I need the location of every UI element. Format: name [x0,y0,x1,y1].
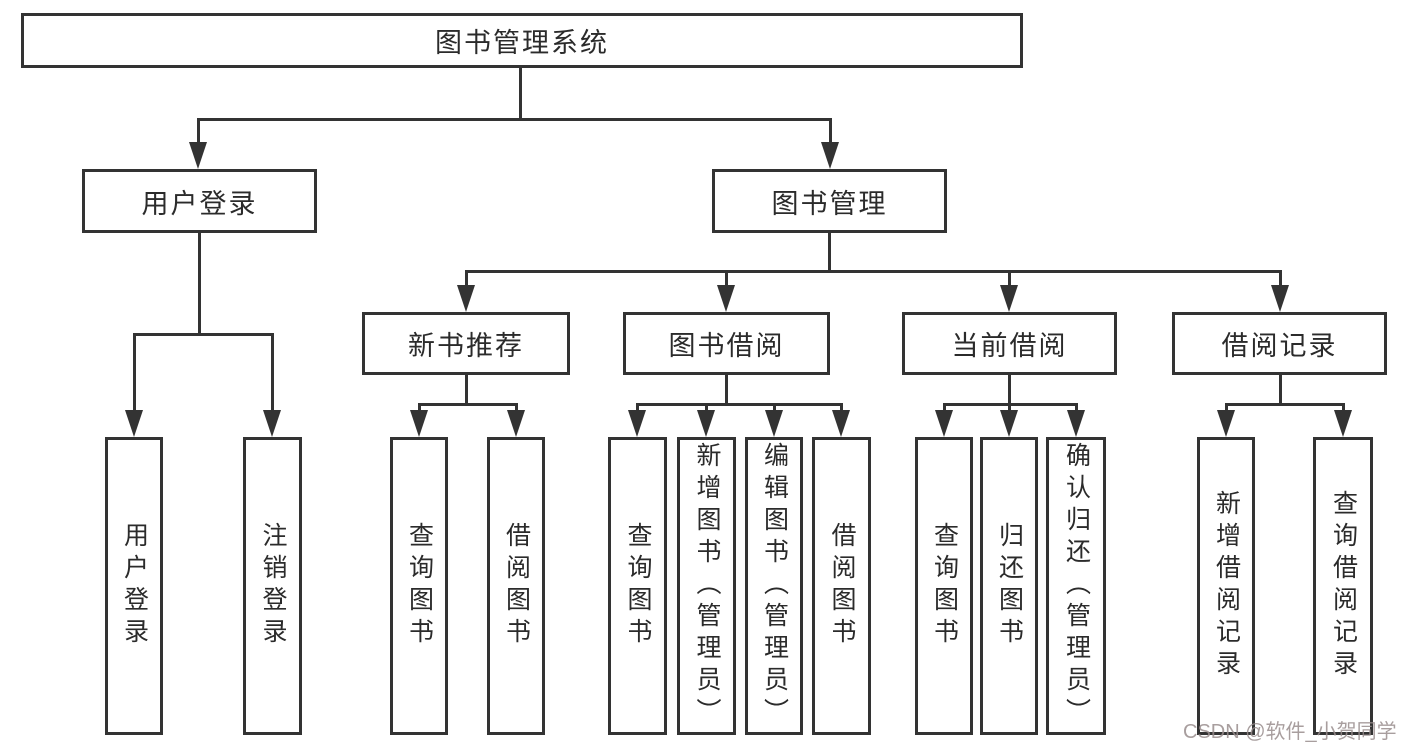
connector-line-vertical [1278,375,1282,406]
node-user-login: 用户登录 [82,169,317,233]
leaf-confirm-return-admin: 确认归还（管理员） [1046,437,1106,735]
csdn-watermark: CSDN @软件_小贺同学 [1183,721,1397,743]
arrow-down-icon [189,142,207,169]
connector-line-vertical [724,375,728,406]
arrow-down-icon [1000,285,1018,312]
node-new-book-recommend: 新书推荐 [362,312,570,375]
connector-line-horizontal [132,333,274,336]
arrow-down-icon [935,410,953,437]
leaf-add-books-admin: 新增图书（管理员） [677,437,736,735]
connector-line-vertical [1007,270,1011,292]
connector-line-vertical [827,232,831,273]
connector-line-vertical [724,270,728,292]
arrow-down-icon [1334,410,1352,437]
connector-line-vertical [464,375,468,406]
node-borrowing-records: 借阅记录 [1172,312,1387,375]
connector-line-vertical [1007,375,1011,406]
arrow-down-icon [717,285,735,312]
connector-line-vertical [270,333,274,418]
arrow-down-icon [1000,410,1018,437]
arrow-down-icon [507,410,525,437]
leaf-logout: 注销登录 [243,437,302,735]
node-book-management: 图书管理 [712,169,947,233]
arrow-down-icon [457,285,475,312]
arrow-down-icon [1271,285,1289,312]
leaf-borrow-books-1: 借阅图书 [487,437,545,735]
connector-line-horizontal [942,403,1078,406]
leaf-user-login: 用户登录 [105,437,163,735]
leaf-return-books: 归还图书 [980,437,1038,735]
leaf-query-books-2: 查询图书 [608,437,667,735]
arrow-down-icon [697,410,715,437]
arrow-down-icon [765,410,783,437]
connector-line-vertical [518,68,522,121]
leaf-query-books-3: 查询图书 [915,437,973,735]
arrow-down-icon [1067,410,1085,437]
leaf-borrow-books-2: 借阅图书 [812,437,871,735]
connector-line-vertical [828,118,832,150]
connector-line-horizontal [1224,403,1345,406]
connector-line-vertical [196,118,200,150]
leaf-add-borrow-record: 新增借阅记录 [1197,437,1255,735]
arrow-down-icon [125,410,143,437]
arrow-down-icon [821,142,839,169]
leaf-edit-books-admin: 编辑图书（管理员） [745,437,803,735]
arrow-down-icon [832,410,850,437]
connector-line-horizontal [417,403,518,406]
node-book-borrowing: 图书借阅 [623,312,830,375]
node-library-system: 图书管理系统 [21,13,1023,68]
node-current-borrowing: 当前借阅 [902,312,1117,375]
arrow-down-icon [263,410,281,437]
connector-line-horizontal [635,403,843,406]
connector-line-horizontal [196,118,832,121]
connector-line-vertical [1278,270,1282,292]
arrow-down-icon [410,410,428,437]
connector-line-vertical [197,232,201,336]
leaf-query-books-1: 查询图书 [390,437,448,735]
leaf-query-borrow-record: 查询借阅记录 [1313,437,1373,735]
arrow-down-icon [1217,410,1235,437]
connector-line-vertical [132,333,136,418]
arrow-down-icon [628,410,646,437]
connector-line-horizontal [464,270,1282,273]
connector-line-vertical [464,270,468,292]
